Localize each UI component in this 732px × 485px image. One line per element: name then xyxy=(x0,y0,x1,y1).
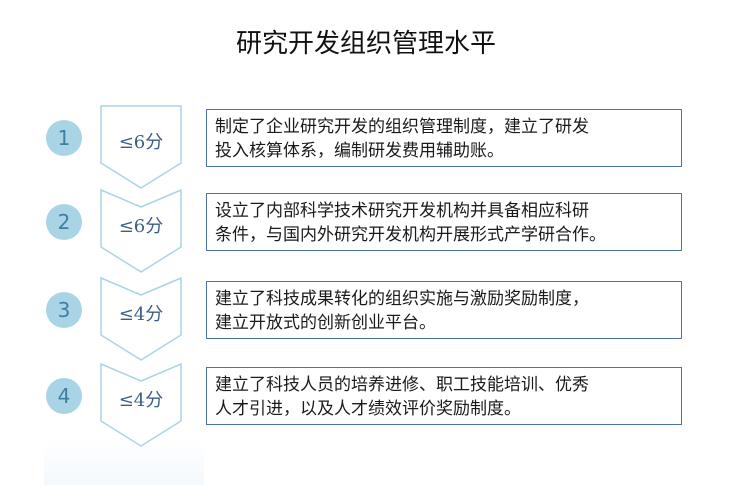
step-number-badge: 3 xyxy=(46,292,82,328)
bottom-fade-decoration xyxy=(44,440,204,485)
step-number-badge: 1 xyxy=(46,120,82,156)
step-4: 4 ≤4分 建立了科技人员的培养进修、职工技能培训、优秀 人才引进，以及人才绩效… xyxy=(0,362,732,447)
step-number-badge: 4 xyxy=(46,378,82,414)
step-description: 建立了科技成果转化的组织实施与激励奖励制度， 建立开放式的创新创业平台。 xyxy=(206,281,682,339)
step-score: ≤4分 xyxy=(118,390,164,411)
step-3: 3 ≤4分 建立了科技成果转化的组织实施与激励奖励制度， 建立开放式的创新创业平… xyxy=(0,276,732,361)
step-score: ≤6分 xyxy=(118,216,164,237)
chevron-down-icon xyxy=(100,362,182,447)
step-description: 建立了科技人员的培养进修、职工技能培训、优秀 人才引进，以及人才绩效评价奖励制度… xyxy=(206,367,682,425)
step-score: ≤6分 xyxy=(118,132,164,153)
chevron-down-icon xyxy=(100,105,182,189)
page-title: 研究开发组织管理水平 xyxy=(235,29,496,59)
step-score: ≤4分 xyxy=(118,304,164,325)
chevron-down-icon xyxy=(100,276,182,361)
step-1: 1 ≤6分 制定了企业研究开发的组织管理制度，建立了研发 投入核算体系，编制研发… xyxy=(0,105,732,189)
chevron-down-icon xyxy=(100,188,182,273)
step-description: 制定了企业研究开发的组织管理制度，建立了研发 投入核算体系，编制研发费用辅助账。 xyxy=(206,109,682,167)
step-2: 2 ≤6分 设立了内部科学技术研究开发机构并具备相应科研 条件，与国内外研究开发… xyxy=(0,188,732,273)
step-number-badge: 2 xyxy=(46,204,82,240)
step-description: 设立了内部科学技术研究开发机构并具备相应科研 条件，与国内外研究开发机构开展形式… xyxy=(206,193,682,251)
